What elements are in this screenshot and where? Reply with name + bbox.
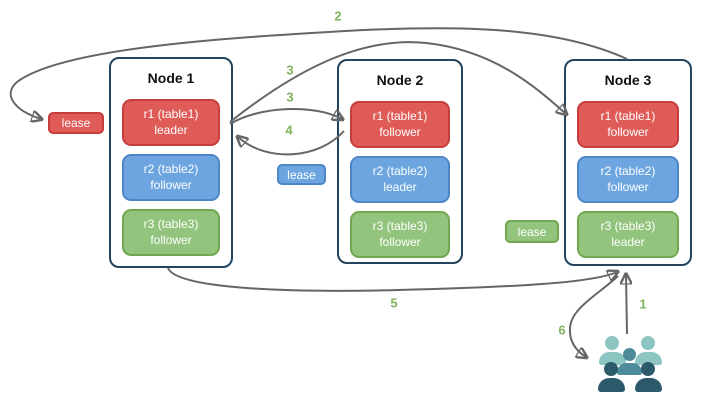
node3-replica-r3: r3 (table3) leader (577, 211, 679, 258)
replica-name: r1 (table1) (143, 107, 199, 122)
node3-replica-r2: r2 (table2) follower (577, 156, 679, 203)
node-1-title: Node 1 (147, 70, 195, 86)
node1-replica-r1: r1 (table1) leader (122, 99, 220, 146)
step-label-4: 4 (285, 122, 293, 138)
node-3-title: Node 3 (604, 72, 652, 88)
replica-role: follower (150, 177, 192, 192)
replica-name: r2 (table2) (143, 162, 199, 177)
replica-name: r1 (table1) (600, 109, 656, 124)
node1-replica-r3: r3 (table3) follower (122, 209, 220, 256)
replica-role: follower (607, 179, 649, 194)
lease-badge-red: lease (48, 112, 104, 134)
node2-replica-r1: r1 (table1) follower (350, 101, 450, 148)
node1-replica-r2: r2 (table2) follower (122, 154, 220, 201)
node-2: Node 2 r1 (table1) follower r2 (table2) … (337, 59, 463, 264)
node-2-title: Node 2 (376, 72, 424, 88)
step-label-1: 1 (639, 296, 647, 312)
replica-role: leader (611, 234, 645, 249)
arrow-step1-clients-to-node3 (626, 275, 627, 335)
replica-name: r3 (table3) (600, 219, 656, 234)
replica-name: r1 (table1) (372, 109, 428, 124)
step-label-2: 2 (334, 8, 342, 24)
replica-name: r3 (table3) (372, 219, 428, 234)
step-label-5: 5 (390, 295, 398, 311)
replica-role: follower (379, 124, 421, 139)
arrow-step5-node1-to-node3 (167, 267, 617, 292)
replica-name: r2 (table2) (600, 164, 656, 179)
step-label-3-to-node2: 3 (286, 89, 294, 105)
replica-role: follower (379, 234, 421, 249)
arrow-step2-node3-to-lease1 (9, 27, 628, 119)
node-1: Node 1 r1 (table1) leader r2 (table2) fo… (109, 57, 233, 268)
replica-name: r2 (table2) (372, 164, 428, 179)
step-label-6: 6 (558, 322, 566, 338)
users-group-icon (596, 334, 664, 394)
replica-role: follower (150, 232, 192, 247)
node-3: Node 3 r1 (table1) follower r2 (table2) … (564, 59, 692, 266)
node2-replica-r3: r3 (table3) follower (350, 211, 450, 258)
step-label-3-to-node3: 3 (286, 62, 294, 78)
replica-name: r3 (table3) (143, 217, 199, 232)
replica-role: leader (154, 122, 188, 137)
lease-badge-green: lease (505, 220, 559, 243)
lease-badge-blue: lease (277, 164, 326, 185)
replica-role: leader (383, 179, 417, 194)
node3-replica-r1: r1 (table1) follower (577, 101, 679, 148)
node2-replica-r2: r2 (table2) leader (350, 156, 450, 203)
replica-role: follower (607, 124, 649, 139)
